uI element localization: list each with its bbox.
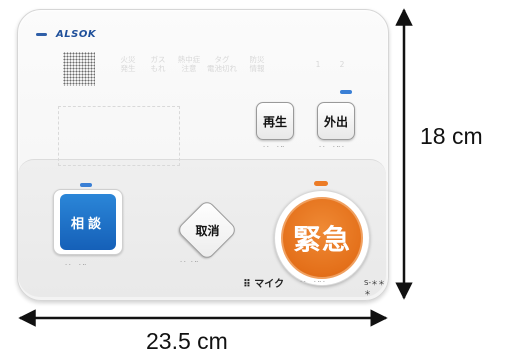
brand-logo: ALSOK	[36, 29, 96, 40]
indicator-disaster: 防災 情報	[249, 55, 265, 73]
speaker-grille	[63, 52, 95, 86]
width-dimension-label: 23.5 cm	[146, 328, 228, 354]
brand-dash	[36, 33, 47, 36]
brand-text: ALSOK	[56, 29, 97, 40]
replay-button[interactable]: 再生	[256, 102, 294, 140]
emergency-button-label: 緊急	[292, 223, 351, 256]
indicator-gas: ガス もれ	[150, 55, 166, 73]
consult-braille: ⠐⠂ ⠐⠒	[63, 262, 88, 269]
consult-button-face: 相談	[60, 194, 116, 250]
display-area	[58, 106, 180, 166]
consult-button-label: 相談	[70, 216, 105, 232]
indicator-fire: 火災 発生	[120, 55, 136, 73]
model-label: S-＊＊＊	[364, 279, 385, 297]
height-dimension-label: 18 cm	[420, 123, 483, 149]
replay-braille: ⠐⠂ ⠐⠒	[261, 144, 286, 151]
emergency-button-ring: 緊急	[274, 190, 370, 286]
replay-button-label: 再生	[262, 114, 287, 129]
indicator-1: 1	[315, 60, 321, 69]
cancel-button-label: 取消	[195, 224, 220, 238]
mic-dots-icon: ⠿	[243, 279, 251, 290]
consult-led	[80, 183, 92, 187]
away-button-label: 外出	[323, 114, 348, 129]
mic-label: ⠿ マイク	[243, 275, 284, 290]
away-braille: ⠐⠂ ⠐⠒⠂	[317, 144, 347, 151]
away-led	[340, 90, 352, 94]
alarm-device: ALSOK 火災 発生 ガス もれ 熱中症 注意 タグ 電池切れ 防災 情報 1…	[17, 9, 389, 301]
indicator-tag-battery: タグ 電池切れ	[207, 55, 237, 73]
indicator-heatstroke: 熱中症 注意	[177, 55, 201, 73]
emergency-led	[314, 181, 328, 186]
emergency-button[interactable]: 緊急	[281, 197, 363, 279]
cancel-braille: ⠐⠂⠐⠒	[178, 259, 200, 266]
mic-label-text: マイク	[254, 279, 285, 290]
away-button[interactable]: 外出	[317, 102, 355, 140]
indicator-2: 2	[339, 60, 345, 69]
emergency-braille: ⠐⠂ ⠐⠒⠂	[298, 279, 328, 286]
consult-button[interactable]: 相談	[53, 189, 123, 255]
